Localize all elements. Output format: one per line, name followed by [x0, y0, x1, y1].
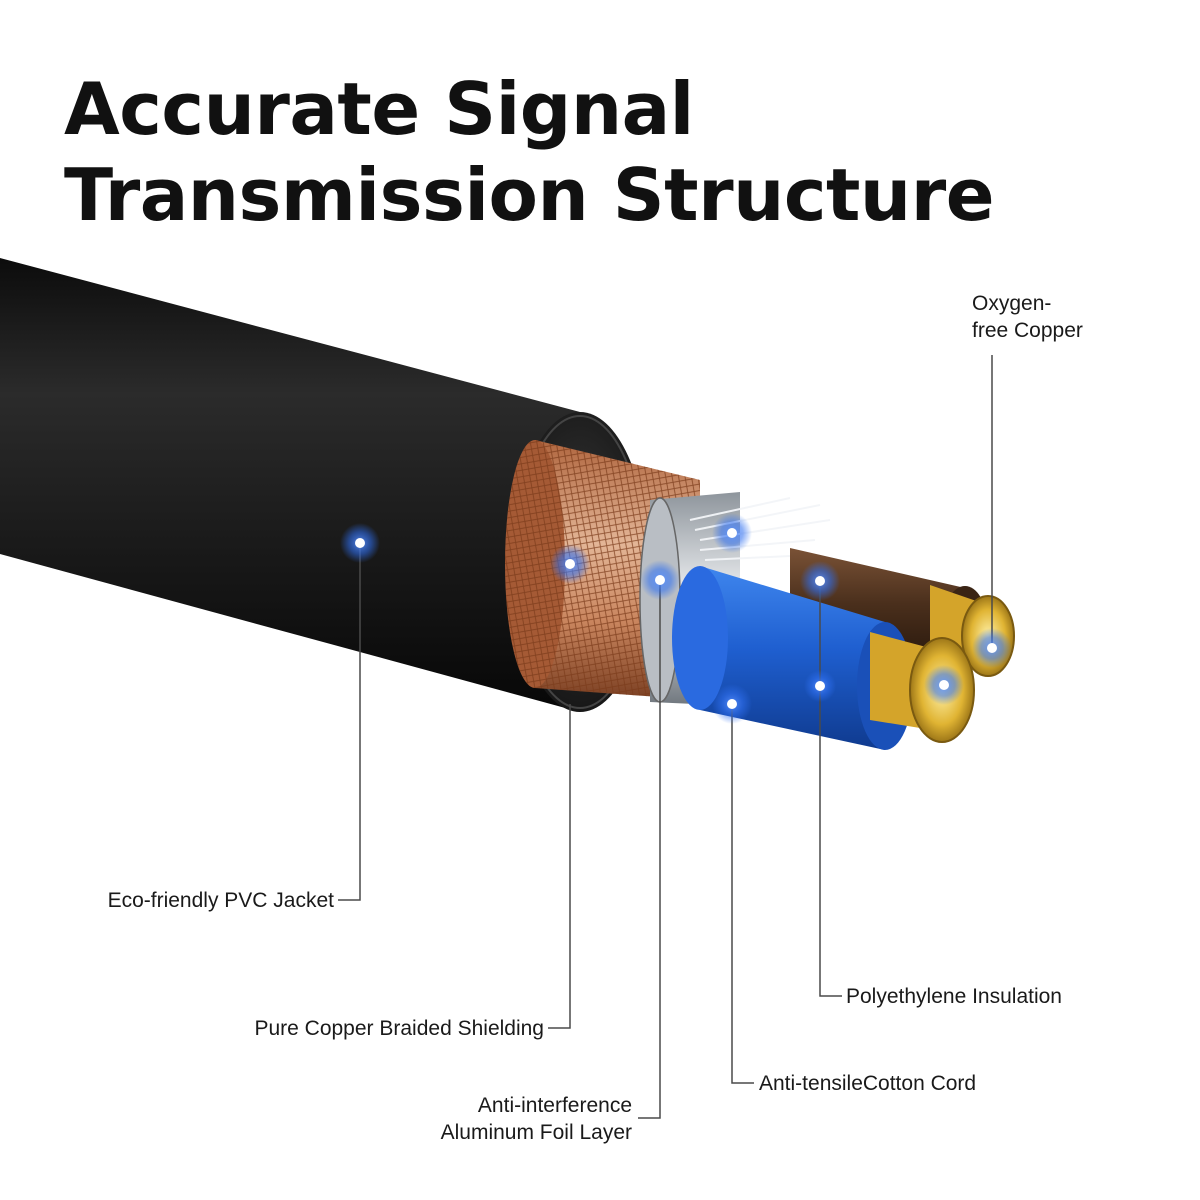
- marker-ofc-top: [972, 628, 1012, 668]
- leader-copper-braid: [548, 704, 571, 1029]
- label-ofc: Oxygen- free Copper: [972, 290, 1083, 344]
- label-foil-line-2: Aluminum Foil Layer: [440, 1121, 632, 1144]
- marker-cotton-bottom: [712, 684, 752, 724]
- page-title: Accurate Signal Transmission Structure: [64, 66, 995, 238]
- label-pvc-jacket: Eco-friendly PVC Jacket: [107, 889, 334, 912]
- label-foil-line-1: Anti-interference: [477, 1094, 632, 1117]
- marker-pe-blue: [804, 670, 836, 702]
- label-copper-braid: Pure Copper Braided Shielding: [254, 1017, 544, 1040]
- label-cotton-cord: Anti-tensileCotton Cord: [759, 1072, 977, 1095]
- title-line-2: Transmission Structure: [64, 153, 995, 237]
- leader-foil: [638, 580, 661, 1119]
- marker-copper-braid: [550, 544, 590, 584]
- marker-pe-top: [800, 561, 840, 601]
- leader-lines: [338, 355, 993, 1119]
- marker-ofc-bottom: [924, 665, 964, 705]
- label-foil: Anti-interference Aluminum Foil Layer: [441, 1092, 632, 1146]
- title-line-1: Accurate Signal: [64, 67, 694, 151]
- marker-dots: [340, 513, 1012, 724]
- marker-foil: [640, 560, 680, 600]
- leader-cotton-cord: [731, 710, 754, 1084]
- label-ofc-line-1: Oxygen-: [972, 292, 1052, 315]
- marker-pvc-jacket: [340, 523, 380, 563]
- leader-pe-insulation: [819, 584, 842, 997]
- marker-cotton-top: [712, 513, 752, 553]
- label-pe-insulation: Polyethylene Insulation: [846, 985, 1062, 1008]
- leader-pvc-jacket: [338, 543, 361, 901]
- label-ofc-line-2: free Copper: [972, 319, 1083, 342]
